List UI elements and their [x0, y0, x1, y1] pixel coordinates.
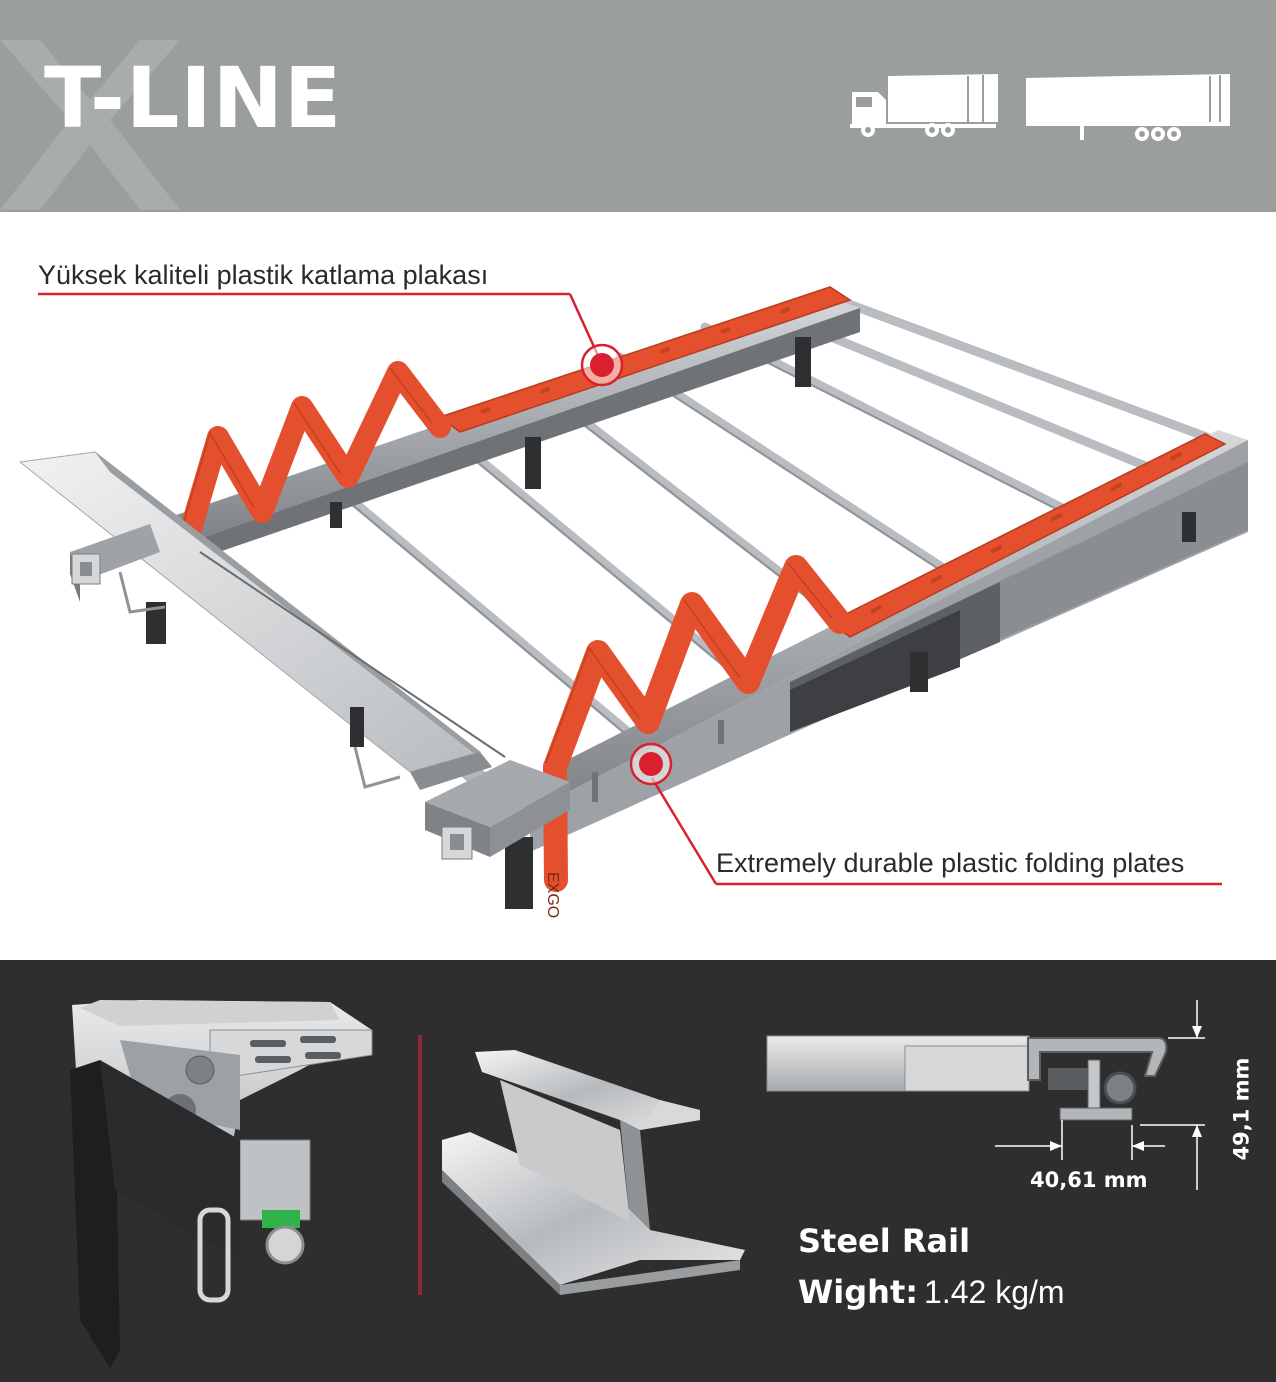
rail-cross-section-drawing [766, 1035, 1168, 1121]
product-illustration-section: EXGO [0, 212, 1276, 960]
weight-value: 1.42 kg/m [924, 1274, 1065, 1310]
width-dimension-label: 40,61 mm [1030, 1168, 1148, 1192]
weight-label: Wight: [798, 1273, 919, 1311]
header-banner: T-LINE [0, 0, 1276, 212]
truck-icon [850, 74, 998, 137]
height-dimension-label: 49,1 mm [1229, 1057, 1254, 1161]
steel-rail-image [442, 1050, 745, 1295]
spec-title: Steel Rail [798, 1222, 971, 1260]
callout-bottom-text: Extremely durable plastic folding plates [716, 848, 1185, 878]
specification-illustrations [70, 1000, 1205, 1368]
sliding-roof-rig-illustration: EXGO [18, 286, 1248, 918]
page-title: T-LINE [44, 49, 343, 147]
spec-weight: Wight:1.42 kg/m [798, 1276, 1065, 1308]
strap-brand-label: EXGO [544, 872, 561, 918]
semi-trailer-icon [1026, 74, 1230, 141]
corner-mechanism-image [70, 1000, 373, 1368]
specification-panel: 40,61 mm 49,1 mm Steel Rail Wight:1.42 k… [0, 960, 1276, 1382]
brand-watermark-icon [0, 40, 180, 210]
callout-top-text: Yüksek kaliteli plastik katlama plakası [38, 260, 489, 290]
